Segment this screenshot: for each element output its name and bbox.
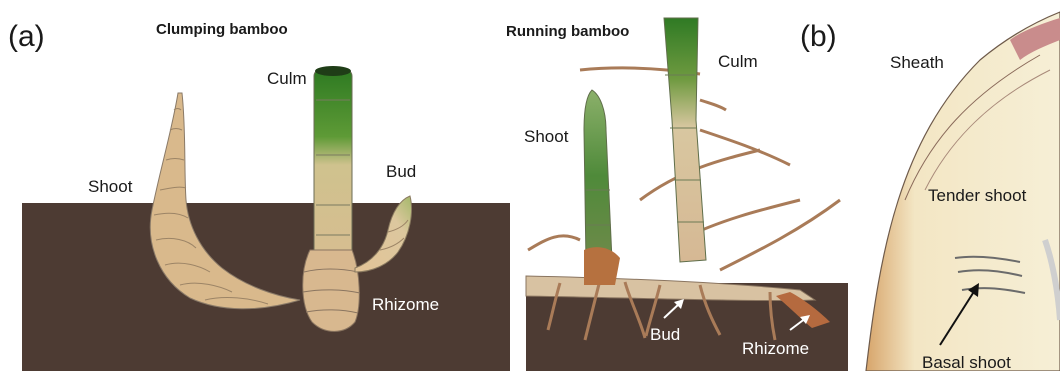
running-rhizome-label: Rhizome <box>742 340 809 357</box>
running-bamboo-title: Running bamboo <box>506 24 629 39</box>
running-shoot-label: Shoot <box>524 128 568 145</box>
running-shoot <box>584 90 620 285</box>
clumping-bamboo-title: Clumping bamboo <box>156 22 288 37</box>
sheath-label: Sheath <box>890 54 944 71</box>
clumping-bud-label: Bud <box>386 163 416 180</box>
clumping-rhizome <box>303 250 360 331</box>
basal-shoot-label: Basal shoot <box>922 354 1011 371</box>
tender-shoot-label: Tender shoot <box>928 187 1026 204</box>
clumping-shoot-label: Shoot <box>88 178 132 195</box>
running-bud-label: Bud <box>650 326 680 343</box>
clumping-culm-label: Culm <box>267 70 307 87</box>
panel-label-b: (b) <box>800 22 837 52</box>
running-culm-label: Culm <box>718 53 758 70</box>
clumping-culm <box>314 66 352 260</box>
clumping-rhizome-label: Rhizome <box>372 296 439 313</box>
running-culm <box>664 18 706 262</box>
soil-block-clumping <box>22 203 510 371</box>
panel-label-a: (a) <box>8 22 45 52</box>
